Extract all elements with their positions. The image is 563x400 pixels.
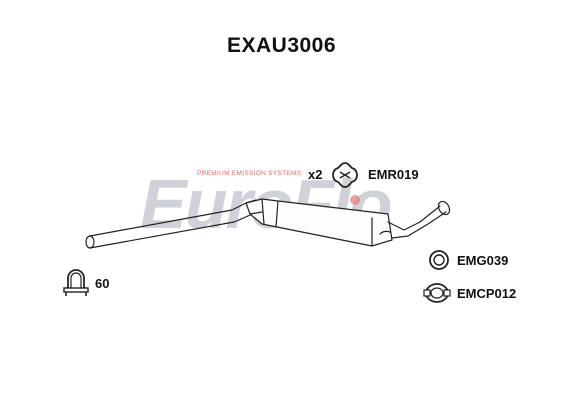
u-bolt-clamp-icon <box>63 269 89 296</box>
rubber-mount-icon <box>332 162 358 188</box>
ring-gasket-icon <box>429 250 449 270</box>
rubber-mount-code: EMR019 <box>368 167 419 182</box>
clamp-code: EMCP012 <box>457 286 517 301</box>
rubber-mount-qty: x2 <box>308 167 323 182</box>
part-number-title: EXAU3006 <box>226 34 337 57</box>
u-clamp-size: 60 <box>95 276 110 291</box>
gasket-code: EMG039 <box>457 253 509 268</box>
band-clamp-icon <box>423 283 451 303</box>
watermark-dot-icon <box>350 195 360 205</box>
watermark-tagline: PREMIUM EMISSION SYSTEMS <box>197 170 302 177</box>
